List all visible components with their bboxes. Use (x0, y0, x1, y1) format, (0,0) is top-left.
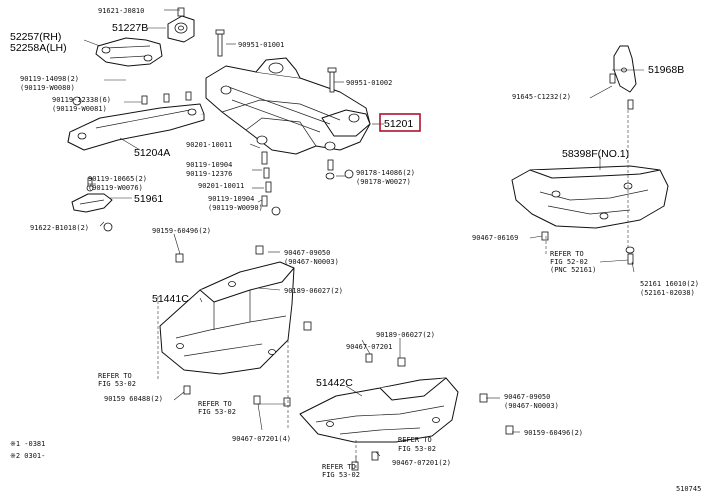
label-90951b[interactable]: 90951-01002 (346, 79, 392, 87)
label-90119b1[interactable]: 90119-12338(6) (52, 96, 111, 104)
clips-left-cover (175, 245, 312, 407)
label-51968[interactable]: 51968B (648, 64, 684, 76)
label-51441[interactable]: 51441C (152, 293, 189, 305)
label-91622[interactable]: 91622-B1018(2) (30, 224, 89, 232)
cover-58398f[interactable] (511, 165, 669, 229)
label-52161a[interactable]: 52161 16010(2) (640, 280, 699, 288)
label-51961[interactable]: 51961 (134, 193, 163, 205)
label-58398[interactable]: 58398F(NO.1) (562, 148, 629, 160)
label-90119b2[interactable]: (90119-W0081) (52, 105, 107, 113)
label-91621[interactable]: 91621-J0810 (98, 7, 144, 15)
label-90467b2[interactable]: (90467-N0003) (284, 258, 339, 266)
label-refer3b[interactable]: FIG 53-02 (198, 408, 236, 416)
clip-90467-06169 (541, 231, 549, 241)
label-90951a[interactable]: 90951-01001 (238, 41, 284, 49)
label-refer1a[interactable]: REFER TO (550, 250, 584, 258)
leader-lines (83, 9, 644, 462)
diagram-code: 510745 (676, 485, 701, 493)
label-refer1c[interactable]: (PNC 52161) (550, 266, 596, 274)
label-90119a2[interactable]: (90119-W0080) (20, 84, 75, 92)
label-90178b[interactable]: (90178-W0027) (356, 178, 411, 186)
label-90159c[interactable]: 90159 60488(2) (104, 395, 163, 403)
label-refer4a[interactable]: REFER TO (322, 463, 356, 471)
label-90467e[interactable]: 90467-07201(4) (232, 435, 291, 443)
note-1: ※1 -0381 (10, 440, 45, 448)
bolt-52161 (625, 246, 635, 265)
reference-markers (72, 96, 354, 232)
label-51201[interactable]: 51201 (384, 118, 413, 130)
label-52258[interactable]: 52258A(LH) (10, 42, 67, 54)
bracket-52257[interactable] (95, 37, 163, 67)
bolts-row-90119 (141, 91, 192, 105)
label-90178a[interactable]: 90178-14086(2) (356, 169, 415, 177)
bolts-stack-90119 (261, 151, 272, 207)
label-refer1b[interactable]: FIG 52-02 (550, 258, 588, 266)
label-52161b[interactable]: (52161-02038) (640, 289, 695, 297)
label-90119f2[interactable]: (90119-W0076) (88, 184, 143, 192)
label-refer4b[interactable]: FIG 53-02 (322, 471, 360, 479)
clips-center-cover (351, 353, 514, 471)
bracket-51961[interactable] (71, 177, 113, 213)
label-90467d1[interactable]: 90467-09050 (504, 393, 550, 401)
label-refer3a[interactable]: REFER TO (198, 400, 232, 408)
label-90467f[interactable]: 90467-07201(2) (392, 459, 451, 467)
label-refer5a[interactable]: REFER TO (398, 436, 432, 444)
note-2: ※2 0301- (10, 452, 45, 460)
label-91645[interactable]: 91645-C1232(2) (512, 93, 571, 101)
highlight-box-51201 (379, 113, 421, 132)
label-refer5b[interactable]: FIG 53-02 (398, 445, 436, 453)
label-90201a[interactable]: 90201-10011 (186, 141, 232, 149)
bolt-90178 (325, 159, 335, 180)
label-90467b1[interactable]: 90467-09050 (284, 249, 330, 257)
label-90119c[interactable]: 90119-10904 (186, 161, 232, 169)
label-90201b[interactable]: 90201-10011 (198, 182, 244, 190)
bracket-51968b[interactable] (609, 45, 637, 110)
label-90467c[interactable]: 90467-07201 (346, 343, 392, 351)
label-90189a[interactable]: 90189-06027(2) (284, 287, 343, 295)
label-90159a[interactable]: 90159-60496(2) (152, 227, 211, 235)
label-90159b[interactable]: 90159-60496(2) (524, 429, 583, 437)
label-90119e2[interactable]: (90119-W0090) (208, 204, 263, 212)
bolt-90951-01001 (215, 29, 225, 57)
label-90467a[interactable]: 90467-06169 (472, 234, 518, 242)
crossmember-51201[interactable] (205, 57, 371, 155)
label-51227[interactable]: 51227B (112, 22, 148, 34)
label-52257[interactable]: 52257(RH) (10, 31, 61, 43)
label-90119f1[interactable]: 90119-10665(2) (88, 175, 147, 183)
member-51204a[interactable] (67, 103, 205, 151)
label-90467d2[interactable]: (90467-N0003) (504, 402, 559, 410)
mount-51227b[interactable] (167, 7, 195, 43)
dashed-reference-lines (157, 100, 629, 470)
label-90119a1[interactable]: 90119-14098(2) (20, 75, 79, 83)
label-51204[interactable]: 51204A (134, 147, 170, 159)
undercover-51442c[interactable] (299, 377, 459, 443)
label-refer2b[interactable]: FIG 53-02 (98, 380, 136, 388)
label-refer2a[interactable]: REFER TO (98, 372, 132, 380)
label-90119d[interactable]: 90119-12376 (186, 170, 232, 178)
label-90189b[interactable]: 90189-06027(2) (376, 331, 435, 339)
label-90119e1[interactable]: 90119-10904 (208, 195, 254, 203)
undercover-51441c[interactable] (159, 261, 295, 375)
label-51442[interactable]: 51442C (316, 377, 353, 389)
part-labels: 91621-J0810 52257(RH) 52258A(LH) 51227B … (10, 7, 701, 493)
